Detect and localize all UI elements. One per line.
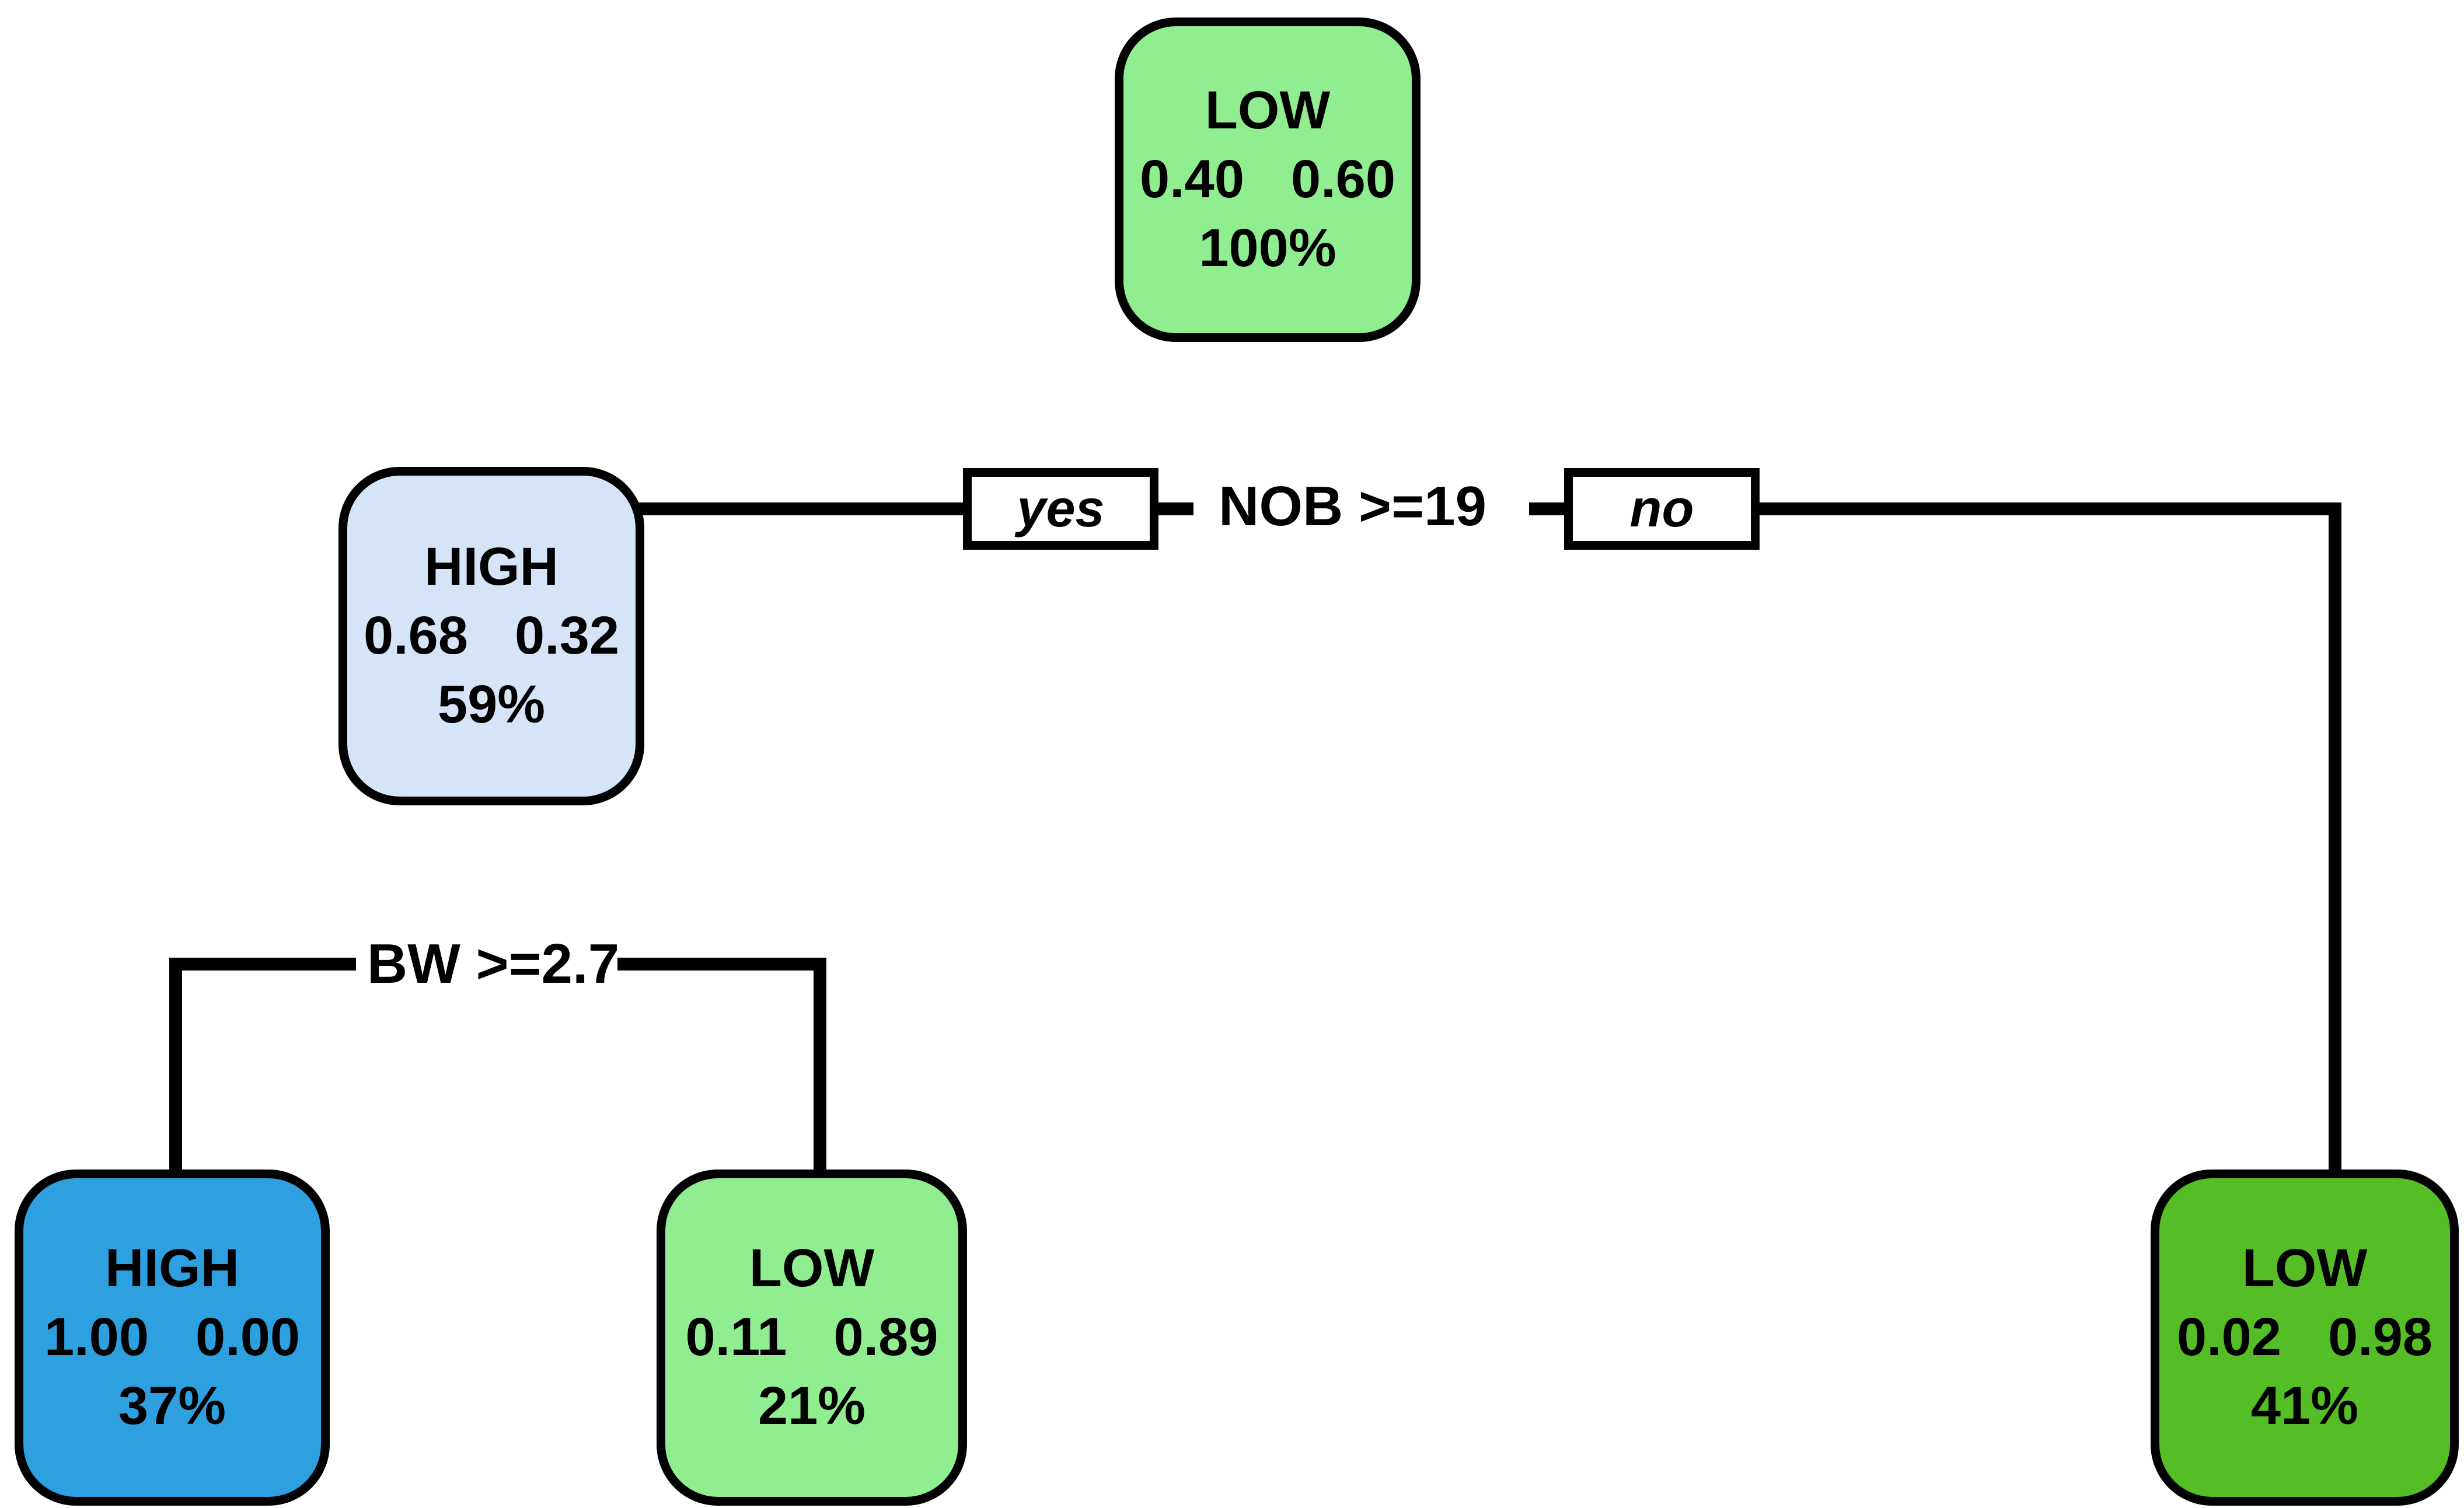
leaf-low-21-prob-low: 0.89	[833, 1307, 938, 1367]
node-root-coverage: 100%	[1199, 218, 1336, 278]
leaf-low-41-prob-high: 0.02	[2176, 1307, 2281, 1367]
leaf-high-37-class: HIGH	[105, 1238, 239, 1298]
leaf-low-41-class: LOW	[2242, 1238, 2368, 1298]
node-high-59-prob-low: 0.32	[515, 606, 620, 666]
leaf-low-41-prob-low: 0.98	[2328, 1307, 2433, 1367]
leaf-high-37: HIGH 1.00 0.00 37%	[15, 1170, 330, 1506]
edge-split2-right	[617, 958, 826, 971]
leaf-low-41: LOW 0.02 0.98 41%	[2151, 1170, 2459, 1506]
node-root-prob-high: 0.40	[1139, 149, 1244, 210]
node-root-probabilities: 0.40 0.60	[1140, 145, 1395, 214]
leaf-high-37-coverage: 37%	[118, 1376, 226, 1436]
edge-split2-left	[169, 958, 356, 971]
leaf-low-21-class: LOW	[749, 1238, 875, 1298]
node-high-59-probabilities: 0.68 0.32	[364, 602, 619, 671]
node-high-59: HIGH 0.68 0.32 59%	[338, 467, 644, 805]
edge-split1-yes-stub	[1156, 502, 1193, 515]
leaf-low-21-coverage: 21%	[758, 1376, 866, 1436]
edge-to-high37-vertical	[169, 958, 182, 1177]
leaf-low-21: LOW 0.11 0.89 21%	[657, 1170, 967, 1506]
split1-condition-label: NOB >=19	[1219, 475, 1486, 537]
leaf-high-37-prob-low: 0.00	[196, 1307, 301, 1367]
yes-branch-label: yes	[1017, 479, 1105, 538]
edge-split1-no-stub	[1529, 502, 1565, 515]
node-high-59-class: HIGH	[424, 537, 559, 597]
node-high-59-coverage: 59%	[437, 674, 546, 734]
edge-to-low21-vertical	[814, 958, 826, 1177]
no-branch-label: no	[1629, 479, 1694, 538]
leaf-high-37-probabilities: 1.00 0.00	[44, 1303, 300, 1372]
leaf-high-37-prob-high: 1.00	[44, 1307, 149, 1367]
leaf-low-41-probabilities: 0.02 0.98	[2177, 1303, 2432, 1372]
edge-split1-right	[1760, 502, 2341, 515]
no-branch-box: no	[1564, 468, 1760, 550]
node-high-59-prob-high: 0.68	[363, 606, 468, 666]
split2-condition-label: BW >=2.7	[367, 933, 620, 995]
node-root-class: LOW	[1205, 81, 1331, 141]
edge-split1-left	[636, 502, 966, 515]
edge-to-low41-vertical	[2329, 502, 2341, 1177]
leaf-low-21-probabilities: 0.11 0.89	[685, 1303, 938, 1372]
node-root: LOW 0.40 0.60 100%	[1115, 18, 1421, 342]
node-root-prob-low: 0.60	[1291, 149, 1396, 210]
leaf-low-21-prob-high: 0.11	[685, 1307, 787, 1367]
leaf-low-41-coverage: 41%	[2250, 1376, 2359, 1436]
yes-branch-box: yes	[963, 468, 1158, 550]
